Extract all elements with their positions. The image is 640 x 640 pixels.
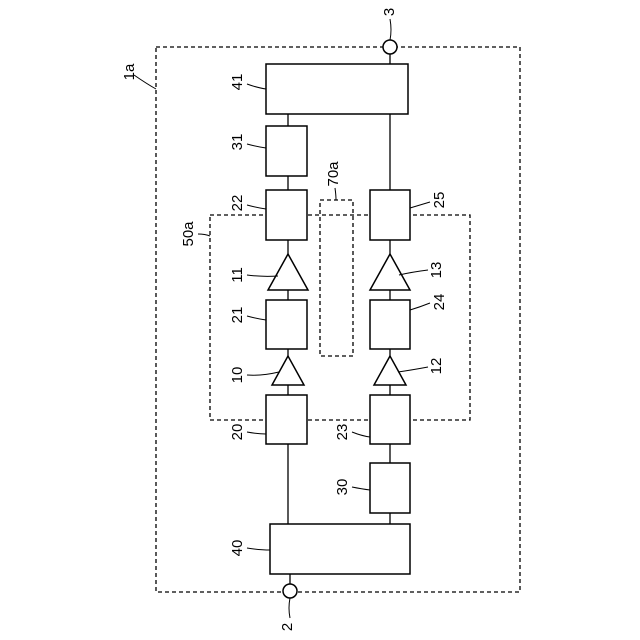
leader-12 [398, 367, 428, 372]
leader-20 [247, 432, 266, 434]
label-23: 23 [334, 424, 351, 441]
block-20 [266, 395, 307, 444]
module-boundary [156, 47, 520, 592]
port-3-terminal [383, 40, 397, 54]
label-port-3: 3 [381, 8, 398, 16]
label-20: 20 [229, 424, 246, 441]
leader-port2 [289, 598, 290, 618]
leader-10 [247, 372, 279, 375]
amplifier-11 [268, 254, 308, 290]
group-70a-boundary [320, 200, 353, 356]
leader-31 [247, 144, 266, 148]
block-22 [266, 190, 307, 240]
leader-11 [247, 275, 278, 276]
leader-41 [247, 84, 266, 89]
block-31 [266, 126, 307, 176]
leader-21 [247, 316, 266, 320]
label-24: 24 [431, 294, 448, 311]
label-13: 13 [428, 262, 445, 279]
label-22: 22 [229, 195, 246, 212]
leader-24 [410, 303, 430, 310]
block-41 [266, 64, 408, 114]
leader-30 [352, 487, 370, 490]
label-41: 41 [229, 74, 246, 91]
label-port-2: 2 [279, 623, 296, 631]
block-23 [370, 395, 410, 444]
label-21: 21 [229, 307, 246, 324]
group-50a-boundary [210, 215, 470, 420]
leader-23 [352, 432, 370, 437]
label-group-50a: 50a [180, 221, 197, 247]
label-25: 25 [431, 192, 448, 209]
block-30 [370, 463, 410, 513]
leader-50a [198, 234, 210, 236]
leader-70a [335, 188, 336, 200]
block-40 [270, 524, 410, 574]
label-group-70a: 70a [325, 161, 342, 187]
amplifier-10 [272, 356, 304, 385]
leader-40 [247, 548, 270, 550]
label-31: 31 [229, 134, 246, 151]
leader-25 [410, 202, 430, 208]
leader-13 [399, 270, 428, 275]
block-24 [370, 300, 410, 349]
amplifier-13 [370, 254, 410, 290]
amplifier-12 [374, 356, 406, 385]
label-11: 11 [229, 267, 246, 283]
label-12: 12 [428, 358, 445, 375]
block-25 [370, 190, 410, 240]
leader-port3 [390, 19, 391, 40]
label-40: 40 [229, 540, 246, 557]
label-30: 30 [334, 479, 351, 496]
label-10: 10 [229, 367, 246, 384]
leader-22 [247, 205, 266, 209]
port-2-terminal [283, 584, 297, 598]
label-module: 1a [121, 63, 138, 80]
block-21 [266, 300, 307, 349]
